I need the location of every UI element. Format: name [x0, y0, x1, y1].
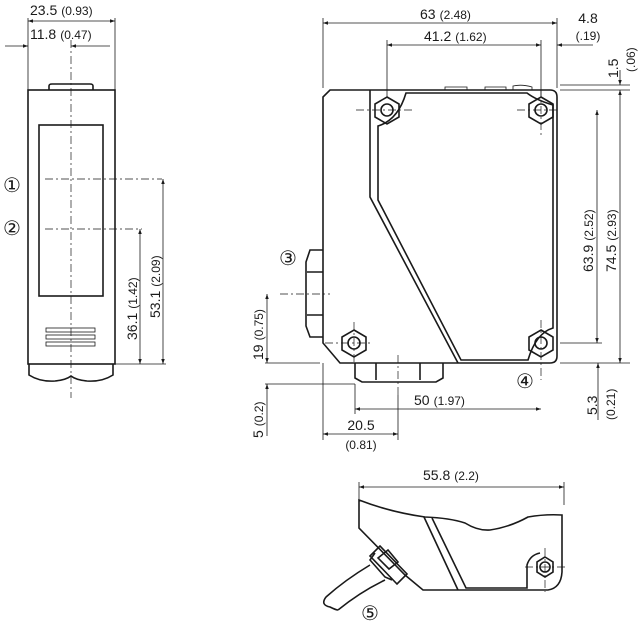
- dim-height-74-5: 74.5 (2.93): [603, 209, 620, 272]
- lens-window: [377, 92, 554, 361]
- inner-contour: [369, 90, 459, 364]
- mounting-nuts: [341, 96, 554, 358]
- dim-offset-1-5: 1.5: [605, 58, 621, 78]
- vent-slots: [45, 327, 96, 347]
- dim-cable-55-8: 55.8 (2.2): [423, 467, 479, 484]
- callout-5: ⑤: [361, 603, 379, 625]
- dim-offset-4-8: 4.8: [578, 10, 598, 26]
- bottom-connector: [354, 363, 444, 383]
- dim-offset-1-5-in: (.06): [624, 47, 638, 72]
- cable-gland: [368, 544, 409, 586]
- dim-offset-5: 5 (0.2): [250, 402, 267, 438]
- dim-length-63: 63 (2.48): [420, 6, 471, 23]
- side-view: 63 (2.48) 41.2 (1.62) 4.8 (.19) 1.5 (.06…: [250, 6, 638, 452]
- dim-hole-vertical-63-9: 63.9 (2.52): [580, 209, 597, 272]
- dim-hole-50: 50 (1.97): [414, 392, 465, 409]
- dim-offset-5-3-in: (0.21): [604, 389, 618, 420]
- dim-width-total: 23.5 (0.93): [30, 2, 93, 19]
- cable-variant-view: 55.8 (2.2) ⑤: [322, 467, 568, 625]
- dim-offset-20-5-in: (0.81): [345, 438, 376, 452]
- dim-offset-5-3: 5.3: [584, 395, 600, 415]
- front-view: 23.5 (0.93) 11.8 (0.47) 36.1 (1.42) 53.1…: [3, 2, 166, 398]
- front-body: [27, 89, 116, 365]
- dim-width-half: 11.8 (0.47): [30, 26, 92, 43]
- dim-offset-4-8-in: (.19): [576, 29, 601, 43]
- callout-4: ④: [516, 371, 534, 393]
- dim-offset-20-5: 20.5: [347, 417, 374, 433]
- cable-housing: [358, 498, 563, 591]
- callout-2: ②: [3, 218, 21, 240]
- dim-height-36: 36.1 (1.42): [124, 277, 141, 340]
- side-body: [322, 89, 558, 364]
- dim-connector-19: 19 (0.75): [250, 309, 267, 360]
- side-connector: [305, 249, 323, 338]
- cable: [322, 564, 386, 611]
- dim-hole-spacing-41: 41.2 (1.62): [424, 28, 487, 45]
- callout-1: ①: [3, 175, 21, 197]
- dim-height-53: 53.1 (2.09): [147, 255, 164, 318]
- callout-3: ③: [279, 248, 297, 270]
